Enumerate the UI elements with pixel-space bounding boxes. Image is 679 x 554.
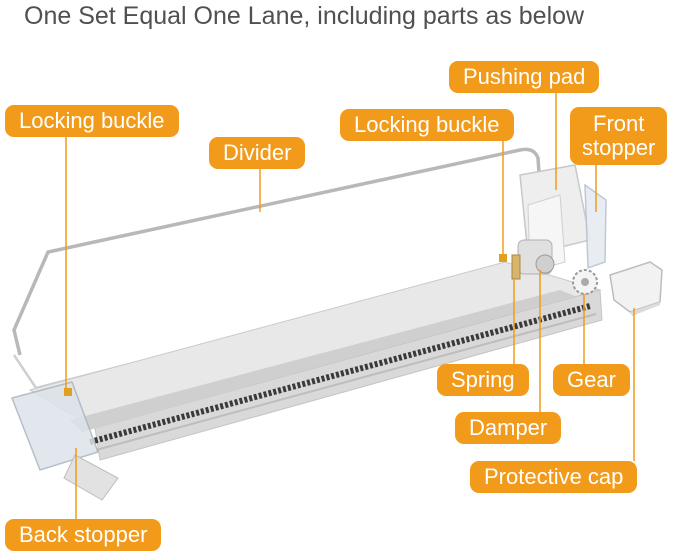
- label-locking-buckle-right: Locking buckle: [340, 109, 514, 141]
- label-spring: Spring: [437, 364, 529, 396]
- label-front-stopper-line1: Front: [593, 111, 645, 136]
- gear-track: [89, 303, 591, 445]
- label-locking-buckle-left: Locking buckle: [5, 105, 179, 137]
- label-damper: Damper: [455, 412, 562, 444]
- label-pushing-pad: Pushing pad: [449, 61, 600, 93]
- divider-wire: [12, 147, 547, 356]
- damper-wheel: [535, 254, 555, 274]
- rail-inner-channel: [70, 290, 575, 432]
- label-gear: Gear: [553, 364, 630, 396]
- front-stopper-shape: [584, 183, 607, 270]
- label-front-stopper-line2: stopper: [582, 135, 656, 160]
- page-title: One Set Equal One Lane, including parts …: [24, 2, 585, 30]
- label-back-stopper: Back stopper: [5, 519, 162, 551]
- label-front-stopper: Front stopper: [570, 107, 668, 165]
- spring-shape: [511, 254, 521, 280]
- label-protective-cap: Protective cap: [470, 461, 638, 493]
- label-divider: Divider: [209, 137, 306, 169]
